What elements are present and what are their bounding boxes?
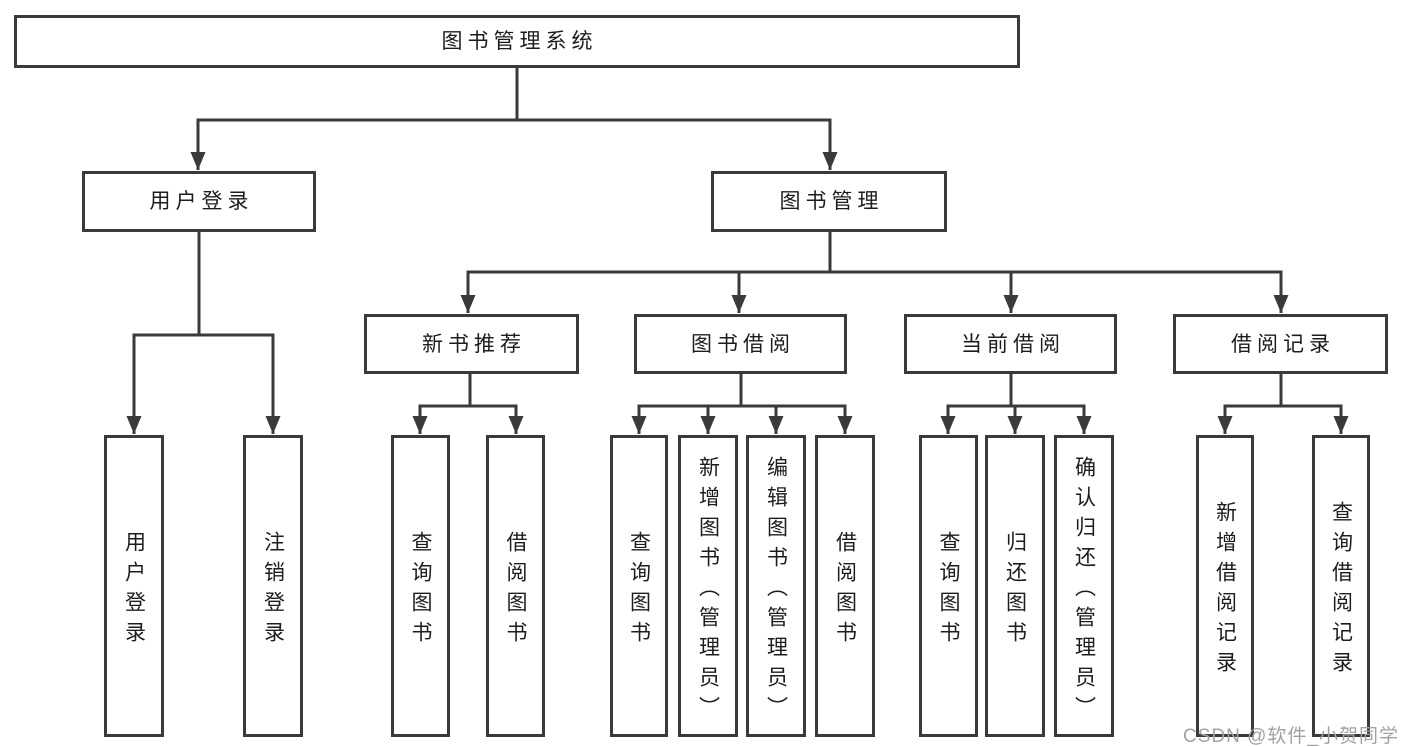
node-leaf-query-books-borrow: 查询图书	[610, 435, 668, 737]
node-user-login: 用户登录	[82, 171, 316, 232]
node-current-borrow: 当前借阅	[904, 314, 1117, 374]
node-leaf-query-books-rec: 查询图书	[391, 435, 450, 737]
node-leaf-return-books: 归还图书	[985, 435, 1045, 737]
node-new-book-rec: 新书推荐	[364, 314, 579, 374]
node-leaf-query-books-current: 查询图书	[919, 435, 978, 737]
node-leaf-borrow-books: 借阅图书	[815, 435, 875, 737]
node-borrow-records: 借阅记录	[1173, 314, 1388, 374]
node-book-mgmt: 图书管理	[711, 171, 947, 232]
node-leaf-confirm-return-admin: 确认归还（管理员）	[1054, 435, 1114, 737]
node-root: 图书管理系统	[14, 15, 1020, 68]
node-leaf-query-borrow-record: 查询借阅记录	[1312, 435, 1370, 737]
csdn-watermark: CSDN @软件_小贺同学	[1183, 726, 1399, 747]
node-leaf-user-login: 用户登录	[104, 435, 164, 737]
node-book-borrow: 图书借阅	[634, 314, 847, 374]
node-leaf-borrow-books-rec: 借阅图书	[486, 435, 545, 737]
node-leaf-logout: 注销登录	[243, 435, 303, 737]
node-leaf-edit-books-admin: 编辑图书（管理员）	[746, 435, 806, 737]
node-leaf-add-borrow-record: 新增借阅记录	[1196, 435, 1254, 737]
node-leaf-add-books-admin: 新增图书（管理员）	[678, 435, 738, 737]
